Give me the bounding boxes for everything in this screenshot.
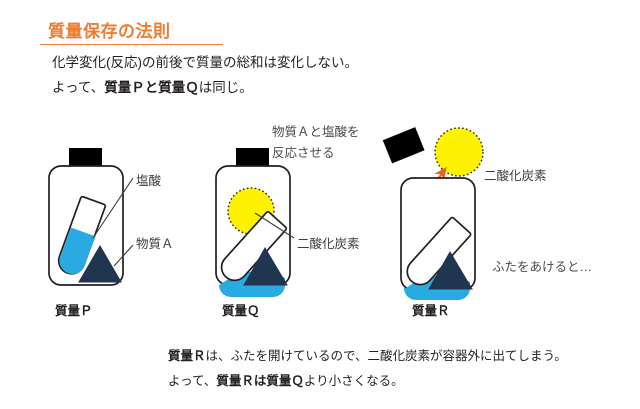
conclusion-line-1-emphasis: 質量Ｒ	[168, 349, 206, 363]
carbon-dioxide-gas-r	[434, 127, 484, 177]
conclusion-line-1: 質量Ｒは、ふたを開けているので、二酸化炭素が容器外に出てしまう。	[168, 344, 638, 369]
substance-a-solid-p	[78, 245, 122, 283]
gas-escape-arrow-r	[408, 166, 447, 220]
bottle-p-group	[48, 148, 134, 286]
label-substance-a: 物質Ａ	[136, 237, 174, 251]
caption-mass-q: 質量Ｑ	[222, 304, 260, 318]
intro-line-1: 化学変化(反応)の前後で質量の総和は変化しない。	[52, 55, 358, 70]
bottle-cap-q	[236, 148, 269, 167]
label-carbon-dioxide-escaped: 二酸化炭素	[484, 169, 547, 183]
test-tube-r	[406, 216, 472, 286]
test-tube-q	[220, 211, 288, 282]
label-reaction-instruction: 物質Ａと塩酸を 反応させる	[272, 122, 360, 164]
intro-paragraph: 化学変化(反応)の前後で質量の総和は変化しない。 よって、質量Ｐと質量Ｑは同じ。	[52, 50, 472, 100]
caption-mass-r: 質量Ｒ	[412, 304, 450, 318]
intro-line-2: よって、質量Ｐと質量Ｑは同じ。	[52, 75, 472, 100]
title-block: 質量保存の法則	[40, 22, 318, 46]
conclusion-line-2: よって、質量Ｒは質量Ｑより小さくなる。	[168, 369, 638, 394]
substance-a-solid-q	[243, 247, 288, 286]
leader-line-hydrochloric-acid	[92, 177, 134, 239]
bottle-body-r	[400, 177, 476, 291]
leader-line-carbon-dioxide-q	[254, 212, 295, 239]
label-hydrochloric-acid: 塩酸	[136, 174, 162, 188]
bottle-q-group	[215, 148, 295, 297]
bottle-body-q	[215, 165, 291, 286]
conclusion-line-1-rest: は、ふたを開けているので、二酸化炭素が容器外に出てしまう。	[205, 349, 567, 363]
pooled-liquid-q	[219, 271, 285, 297]
conclusion-line-2-emphasis: 質量Ｒは質量Ｑ	[216, 374, 304, 388]
intro-line-2-suffix: は同じ。	[198, 80, 253, 95]
label-open-lid-note: ふたをあけると…	[492, 260, 593, 274]
test-tube-p	[57, 195, 107, 275]
detached-bottle-cap-r	[382, 127, 425, 164]
label-reaction-line-1: 物質Ａと塩酸を	[272, 125, 360, 139]
bottle-r-group	[382, 127, 484, 300]
substance-a-solid-r	[428, 251, 473, 290]
label-reaction-line-2: 反応させる	[272, 146, 335, 160]
hydrochloric-acid-liquid-p	[59, 227, 96, 274]
pooled-liquid-r	[404, 275, 470, 300]
conclusion-line-2-suffix: より小さくなる。	[303, 374, 404, 388]
intro-line-2-prefix: よって、	[52, 80, 105, 95]
conclusion-paragraph: 質量Ｒは、ふたを開けているので、二酸化炭素が容器外に出てしまう。 よって、質量Ｒ…	[168, 344, 638, 394]
page-title: 質量保存の法則	[48, 22, 171, 41]
conclusion-line-2-prefix: よって、	[168, 374, 217, 388]
carbon-dioxide-gas-q	[227, 187, 275, 235]
leader-line-substance-a	[113, 244, 134, 267]
title-underline-rule	[40, 44, 223, 46]
label-carbon-dioxide-inside: 二酸化炭素	[297, 237, 360, 251]
bottle-cap-p	[69, 148, 102, 167]
caption-mass-p: 質量Ｐ	[55, 304, 93, 318]
bottle-body-p	[48, 165, 124, 286]
intro-line-2-emphasis: 質量Ｐと質量Ｑ	[104, 80, 199, 95]
